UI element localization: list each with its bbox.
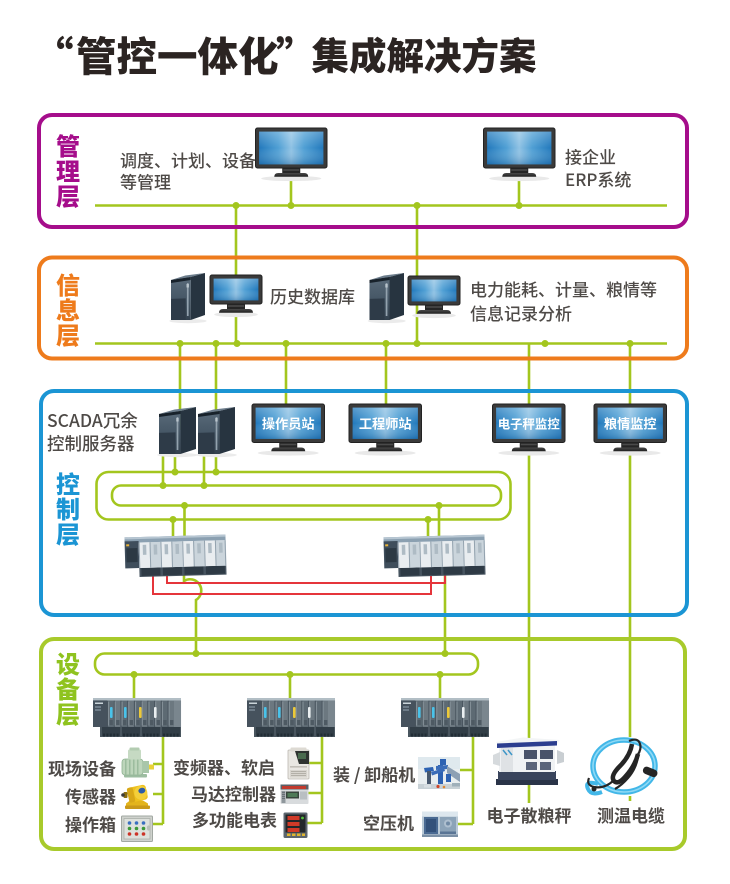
svg-text:操作箱: 操作箱 <box>65 811 116 836</box>
svg-text:层: 层 <box>56 695 80 730</box>
svg-text:装 / 卸船机: 装 / 卸船机 <box>333 761 415 786</box>
svg-text:接企业: 接企业 <box>565 144 616 169</box>
svg-text:管控一体化: 管控一体化 <box>76 24 279 83</box>
svg-text:集成解决方案: 集成解决方案 <box>312 26 537 81</box>
svg-text:电子散粮秤: 电子散粮秤 <box>487 802 572 827</box>
svg-text:ERP系统: ERP系统 <box>565 166 631 191</box>
svg-text:粮情监控: 粮情监控 <box>604 413 657 432</box>
svg-text:层: 层 <box>56 177 80 212</box>
svg-text:历史数据库: 历史数据库 <box>270 283 355 308</box>
svg-text:理: 理 <box>56 152 80 187</box>
svg-text:调度、计划、设备: 调度、计划、设备 <box>120 147 256 172</box>
svg-text:多功能电表: 多功能电表 <box>192 807 277 832</box>
svg-text:信: 信 <box>56 266 80 301</box>
svg-text:设: 设 <box>56 645 80 680</box>
svg-text:等管理: 等管理 <box>120 169 171 194</box>
svg-text:备: 备 <box>56 670 80 705</box>
svg-text:信息记录分析: 信息记录分析 <box>470 300 572 325</box>
svg-text:SCADA冗余: SCADA冗余 <box>47 408 138 433</box>
svg-text:现场设备: 现场设备 <box>48 755 116 780</box>
svg-text:马达控制器: 马达控制器 <box>191 781 276 806</box>
svg-text:电子秤监控: 电子秤监控 <box>498 414 561 432</box>
svg-text:层: 层 <box>56 515 80 550</box>
svg-text:管: 管 <box>56 127 80 162</box>
svg-text:电力能耗、计量、粮情等: 电力能耗、计量、粮情等 <box>470 276 657 301</box>
svg-text:工程师站: 工程师站 <box>359 413 412 432</box>
svg-text:息: 息 <box>56 291 80 326</box>
svg-text:测温电缆: 测温电缆 <box>597 802 665 827</box>
svg-text:制: 制 <box>56 490 80 525</box>
svg-text:“: “ <box>33 24 74 83</box>
svg-text:层: 层 <box>56 316 80 351</box>
svg-text:操作员站: 操作员站 <box>262 413 315 432</box>
svg-text:传感器: 传感器 <box>65 783 116 808</box>
svg-text:变频器、软启: 变频器、软启 <box>173 754 275 779</box>
svg-text:”: ” <box>276 24 317 83</box>
svg-text:控制服务器: 控制服务器 <box>47 431 135 456</box>
svg-text:空压机: 空压机 <box>363 810 414 835</box>
svg-text:控: 控 <box>56 465 80 500</box>
